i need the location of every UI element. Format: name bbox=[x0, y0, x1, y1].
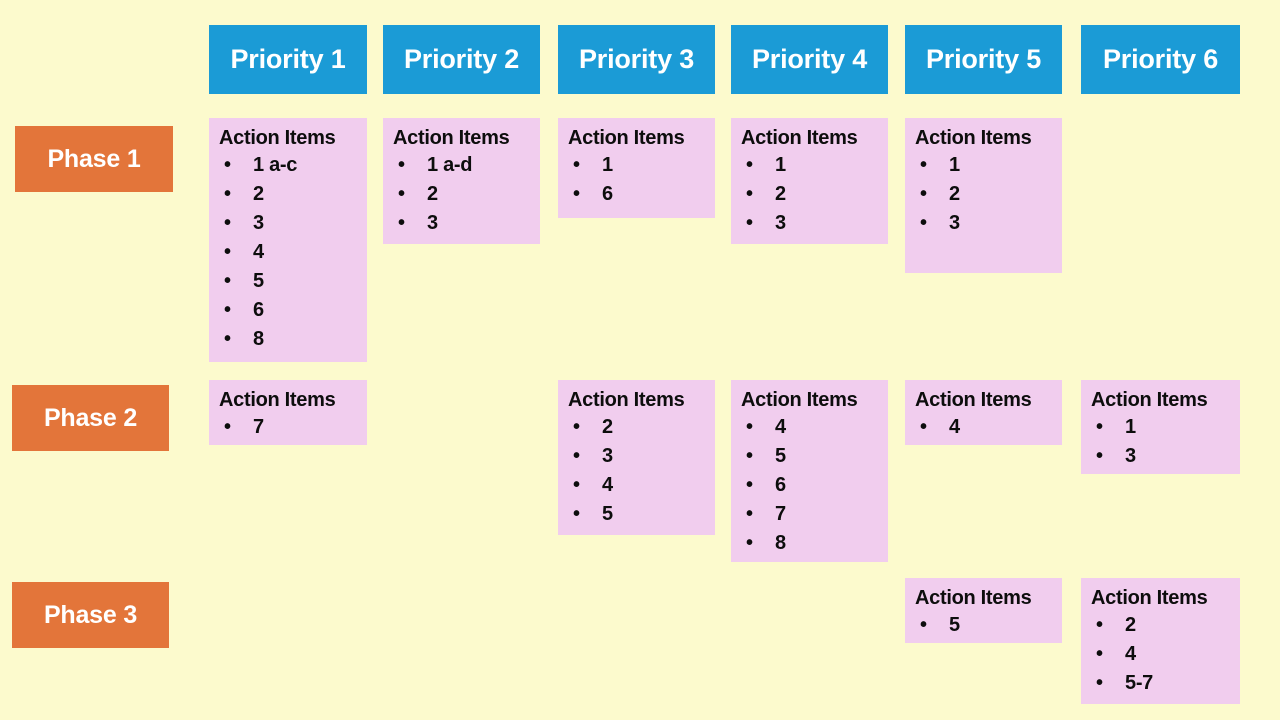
action-item: 3 bbox=[1091, 442, 1230, 471]
action-item: 5 bbox=[741, 442, 878, 471]
action-items-list: 2345 bbox=[568, 413, 705, 529]
action-item: 7 bbox=[219, 413, 357, 442]
card-title: Action Items bbox=[393, 127, 510, 149]
priority-header-3[interactable]: Priority 3 bbox=[558, 25, 715, 94]
card-title: Action Items bbox=[568, 127, 685, 149]
action-item: 1 a-d bbox=[393, 151, 530, 180]
action-items-card[interactable]: Action Items1 a-d23 bbox=[383, 118, 540, 244]
action-items-list: 7 bbox=[219, 413, 357, 442]
action-item: 4 bbox=[915, 413, 1052, 442]
action-item: 5 bbox=[219, 267, 357, 296]
card-title: Action Items bbox=[1091, 587, 1208, 609]
action-item: 1 bbox=[568, 151, 705, 180]
action-items-list: 5 bbox=[915, 611, 1052, 640]
action-item: 1 bbox=[915, 151, 1052, 180]
card-title: Action Items bbox=[1091, 389, 1208, 411]
action-item: 6 bbox=[741, 471, 878, 500]
priority-header-4[interactable]: Priority 4 bbox=[731, 25, 888, 94]
action-item: 5 bbox=[568, 500, 705, 529]
phase-label-2[interactable]: Phase 2 bbox=[12, 385, 169, 451]
card-title: Action Items bbox=[219, 389, 336, 411]
action-item: 8 bbox=[741, 529, 878, 558]
action-item: 4 bbox=[568, 471, 705, 500]
action-item: 1 a-c bbox=[219, 151, 357, 180]
action-items-card[interactable]: Action Items2345 bbox=[558, 380, 715, 535]
action-item: 2 bbox=[568, 413, 705, 442]
action-item: 3 bbox=[393, 209, 530, 238]
action-items-list: 1 a-d23 bbox=[393, 151, 530, 238]
priority-header-1[interactable]: Priority 1 bbox=[209, 25, 367, 94]
action-item: 4 bbox=[219, 238, 357, 267]
card-title: Action Items bbox=[915, 127, 1032, 149]
action-item: 3 bbox=[741, 209, 878, 238]
card-title: Action Items bbox=[568, 389, 685, 411]
action-item: 3 bbox=[568, 442, 705, 471]
action-item: 7 bbox=[741, 500, 878, 529]
action-items-card[interactable]: Action Items1 a-c234568 bbox=[209, 118, 367, 362]
action-item: 2 bbox=[915, 180, 1052, 209]
action-items-list: 13 bbox=[1091, 413, 1230, 471]
action-item: 4 bbox=[1091, 640, 1230, 669]
card-title: Action Items bbox=[915, 587, 1032, 609]
phase-label-3[interactable]: Phase 3 bbox=[12, 582, 169, 648]
action-item: 2 bbox=[219, 180, 357, 209]
action-items-card[interactable]: Action Items5 bbox=[905, 578, 1062, 643]
action-items-card[interactable]: Action Items7 bbox=[209, 380, 367, 445]
priority-header-5[interactable]: Priority 5 bbox=[905, 25, 1062, 94]
card-title: Action Items bbox=[915, 389, 1032, 411]
action-item: 1 bbox=[1091, 413, 1230, 442]
action-items-card[interactable]: Action Items245-7 bbox=[1081, 578, 1240, 704]
action-items-list: 1 a-c234568 bbox=[219, 151, 357, 354]
card-title: Action Items bbox=[741, 127, 858, 149]
action-item: 3 bbox=[219, 209, 357, 238]
action-item: 2 bbox=[741, 180, 878, 209]
action-item: 6 bbox=[568, 180, 705, 209]
priority-header-6[interactable]: Priority 6 bbox=[1081, 25, 1240, 94]
action-items-card[interactable]: Action Items4 bbox=[905, 380, 1062, 445]
action-item: 2 bbox=[393, 180, 530, 209]
card-title: Action Items bbox=[741, 389, 858, 411]
card-title: Action Items bbox=[219, 127, 336, 149]
action-items-list: 4 bbox=[915, 413, 1052, 442]
action-items-card[interactable]: Action Items123 bbox=[731, 118, 888, 244]
action-item: 3 bbox=[915, 209, 1052, 238]
action-item: 8 bbox=[219, 325, 357, 354]
action-item: 1 bbox=[741, 151, 878, 180]
action-item: 4 bbox=[741, 413, 878, 442]
action-items-list: 123 bbox=[741, 151, 878, 238]
action-items-card[interactable]: Action Items16 bbox=[558, 118, 715, 218]
action-items-card[interactable]: Action Items123 bbox=[905, 118, 1062, 273]
action-items-card[interactable]: Action Items13 bbox=[1081, 380, 1240, 474]
action-items-list: 45678 bbox=[741, 413, 878, 558]
action-item: 5-7 bbox=[1091, 669, 1230, 698]
action-item: 2 bbox=[1091, 611, 1230, 640]
action-items-list: 123 bbox=[915, 151, 1052, 238]
action-item: 5 bbox=[915, 611, 1052, 640]
action-items-list: 245-7 bbox=[1091, 611, 1230, 698]
action-item: 6 bbox=[219, 296, 357, 325]
action-items-card[interactable]: Action Items45678 bbox=[731, 380, 888, 562]
priority-header-2[interactable]: Priority 2 bbox=[383, 25, 540, 94]
phase-label-1[interactable]: Phase 1 bbox=[15, 126, 173, 192]
action-items-list: 16 bbox=[568, 151, 705, 209]
